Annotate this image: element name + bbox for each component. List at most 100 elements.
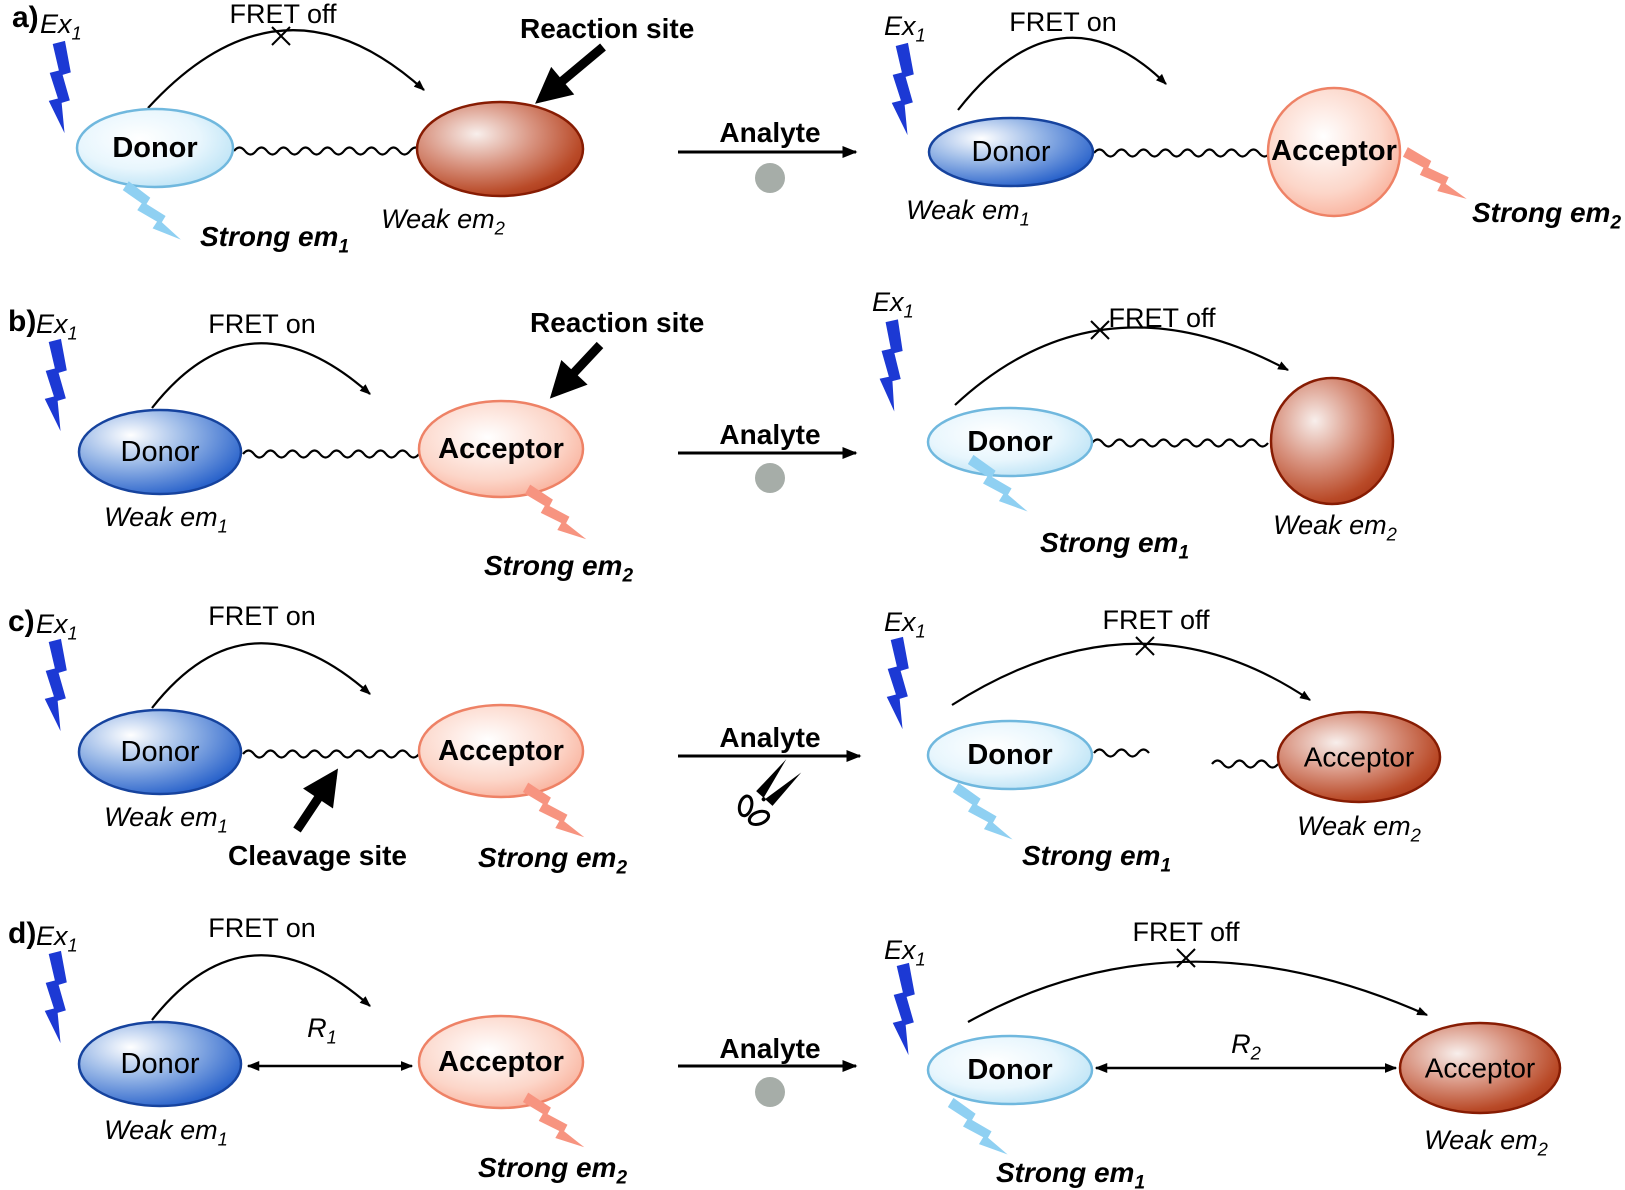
strong-emission-label: Strong em1 [200, 221, 350, 258]
excitation-label: Ex1 [884, 935, 926, 970]
fret-state-label: FRET off [1132, 917, 1240, 947]
quenched-acceptor-ellipse [415, 100, 585, 198]
panel-label: c) [8, 605, 35, 638]
fret-state-label: FRET off [229, 0, 337, 29]
fret-state-label: FRET on [208, 913, 316, 943]
donor-ellipse [926, 719, 1094, 791]
acceptor-label: Acceptor [1424, 1052, 1536, 1084]
panel-label: d) [8, 917, 37, 950]
excitation-label: Ex1 [872, 287, 914, 322]
weak-emission-label: Weak em2 [381, 204, 505, 239]
donor-ellipse [926, 1034, 1094, 1106]
fret-arc [151, 342, 371, 409]
donor-ellipse [926, 406, 1094, 478]
weak-emission-label: Weak em1 [104, 502, 228, 537]
distance-label: R2 [1231, 1029, 1261, 1064]
analyte-label: Analyte [719, 117, 821, 148]
acceptor-label: Acceptor [1303, 741, 1415, 773]
linker-wavy-line [242, 749, 420, 759]
emission-bolt-icon [520, 777, 587, 849]
weak-emission-label: Weak em2 [1273, 510, 1397, 545]
panel-label: b) [8, 305, 37, 338]
fret-state-label: FRET on [208, 309, 316, 339]
quenched-acceptor-ellipse [1276, 710, 1442, 804]
donor-label: Donor [967, 738, 1053, 771]
fret-arc [954, 326, 1289, 406]
linker-wavy-line [1091, 438, 1269, 448]
linker-wavy-line [242, 449, 420, 459]
weak-emission-label: Weak em2 [1297, 811, 1421, 846]
donor-label: Donor [120, 735, 200, 768]
acceptor-label: Acceptor [1271, 134, 1397, 167]
fret-state-label: FRET on [1009, 7, 1117, 37]
quenched-acceptor-ellipse [1398, 1021, 1562, 1115]
quenched-acceptor-ellipse [1269, 376, 1395, 506]
donor-label: Donor [967, 1053, 1053, 1086]
acceptor-ellipse [1266, 86, 1402, 218]
excitation-bolt-icon [889, 962, 918, 1056]
strong-emission-label: Strong em1 [1040, 527, 1190, 564]
donor-label: Donor [120, 435, 200, 468]
acceptor-label: Acceptor [438, 432, 564, 465]
donor-label: Donor [967, 425, 1053, 458]
donor-ellipse [927, 116, 1095, 188]
acceptor-label: Acceptor [438, 1045, 564, 1078]
donor-label: Donor [120, 1047, 200, 1080]
reaction-site-label: Reaction site [530, 307, 705, 338]
acceptor-ellipse [417, 1014, 585, 1110]
fret-state-label: FRET off [1108, 303, 1216, 333]
excitation-bolt-icon [45, 40, 74, 134]
panel-a-graphics [45, 26, 1469, 250]
analyte-label: Analyte [719, 1033, 821, 1064]
fret-blocked-x-icon [271, 26, 291, 46]
strong-emission-label: Strong em2 [478, 1152, 628, 1189]
weak-emission-label: Weak em1 [906, 195, 1030, 230]
excitation-bolt-icon [41, 638, 70, 732]
excitation-label: Ex1 [36, 921, 78, 956]
fret-arc [957, 36, 1167, 111]
reaction-site-arrow-icon [549, 341, 604, 399]
strong-emission-label: Strong em2 [484, 550, 634, 587]
donor-ellipse [77, 708, 243, 796]
panel-label: a) [12, 1, 39, 34]
strong-emission-label: Strong em1 [996, 1157, 1146, 1190]
weak-emission-label: Weak em2 [1424, 1125, 1548, 1160]
cleaved-wavy-line [1211, 759, 1279, 769]
strong-emission-label: Strong em1 [1022, 840, 1172, 877]
panel-d-graphics [41, 948, 1562, 1165]
panel-c-graphics [41, 636, 1442, 850]
emission-bolt-icon [522, 479, 589, 551]
fret-arc [151, 954, 371, 1021]
analyte-dot-icon [755, 463, 785, 493]
reaction-site-arrow-icon [535, 43, 606, 104]
fret-arc [951, 642, 1311, 706]
acceptor-label: Acceptor [438, 734, 564, 767]
reaction-site-label: Reaction site [520, 13, 695, 44]
excitation-bolt-icon [875, 318, 907, 412]
cleaved-wavy-line [1093, 748, 1150, 758]
fret-state-label: FRET on [208, 601, 316, 631]
acceptor-ellipse [417, 703, 585, 799]
analyte-dot-icon [755, 1077, 785, 1107]
linker-wavy-line [233, 146, 422, 156]
fret-state-label: FRET off [1102, 605, 1210, 635]
fret-arc [151, 642, 371, 709]
donor-label: Donor [112, 131, 198, 164]
analyte-label: Analyte [719, 419, 821, 450]
strong-emission-label: Strong em2 [478, 842, 628, 879]
weak-emission-label: Weak em1 [104, 1115, 228, 1150]
scissors-icon [737, 759, 802, 827]
excitation-label: Ex1 [884, 607, 926, 642]
fret-blocked-x-icon [1090, 320, 1110, 340]
fret-blocked-x-icon [1176, 948, 1196, 968]
panel-b-graphics [41, 318, 1395, 551]
cleavage-site-arrow-icon [293, 768, 338, 833]
strong-emission-label: Strong em2 [1472, 197, 1622, 234]
excitation-label: Ex1 [884, 11, 926, 46]
fret-arc [147, 29, 425, 109]
fret-arc [967, 960, 1429, 1023]
acceptor-ellipse [417, 399, 585, 499]
donor-ellipse [77, 1020, 243, 1108]
